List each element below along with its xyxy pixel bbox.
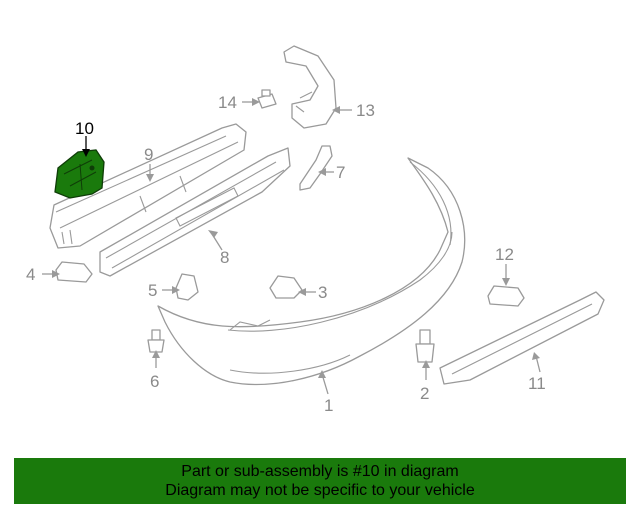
callout-11: 11: [528, 374, 546, 393]
part-14-bolt[interactable]: [257, 89, 277, 109]
part-8-lower-beam[interactable]: [99, 147, 291, 277]
banner-line-2: Diagram may not be specific to your vehi…: [165, 482, 475, 499]
part-3-retainer[interactable]: [269, 275, 303, 299]
callout-6: 6: [150, 372, 159, 391]
part-12-pad[interactable]: [487, 285, 525, 307]
callout-12: 12: [495, 245, 514, 264]
part-1-bumper-cover[interactable]: [157, 157, 466, 386]
callout-14: 14: [218, 93, 237, 112]
arrowhead-10: [82, 149, 90, 157]
callout-5: 5: [148, 281, 157, 300]
part-2-push-pin[interactable]: [415, 329, 435, 363]
callout-13: 13: [356, 101, 375, 120]
banner-line-1: Part or sub-assembly is #10 in diagram: [181, 463, 459, 480]
info-banner: Part or sub-assembly is #10 in diagram D…: [14, 458, 626, 504]
part-4-clip[interactable]: [55, 261, 93, 283]
callout-2: 2: [420, 384, 429, 403]
part-10-bracket[interactable]: [54, 149, 105, 199]
callout-10: 10: [75, 119, 94, 138]
callout-3: 3: [318, 283, 327, 302]
parts-diagram: 1 2 3 4 5 6 7 8 9 10 11 12 13 14: [26, 45, 605, 415]
part-6-push-pin[interactable]: [147, 329, 165, 353]
part-13-liner[interactable]: [283, 45, 337, 129]
callout-4: 4: [26, 265, 35, 284]
callout-7: 7: [336, 163, 345, 182]
part-5-retainer[interactable]: [175, 273, 199, 301]
callout-8: 8: [220, 248, 229, 267]
part-9-reinforcement-beam[interactable]: [49, 123, 247, 249]
callout-1: 1: [324, 396, 333, 415]
arrowheads: [52, 98, 540, 378]
part-7-bracket[interactable]: [299, 145, 333, 191]
part-11-step-pad[interactable]: [439, 291, 605, 385]
callout-9: 9: [144, 145, 153, 164]
